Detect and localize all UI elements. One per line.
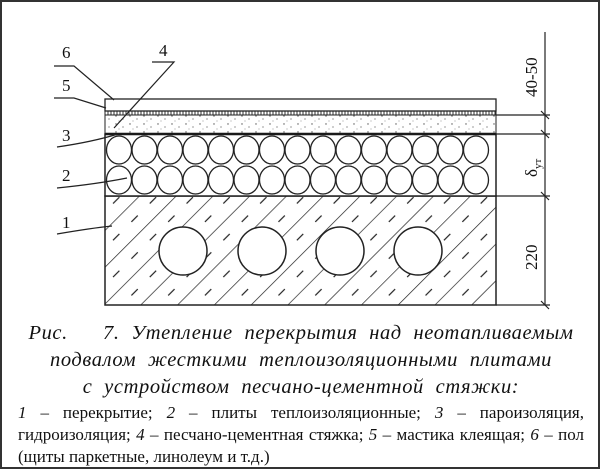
hollow-core [158, 226, 208, 276]
label-3: 3 [62, 126, 71, 145]
legend-num-3: 3 [434, 403, 444, 422]
hollow-core [315, 226, 365, 276]
label-4: 4 [159, 41, 168, 60]
insulation-pattern [105, 135, 490, 195]
label-1: 1 [62, 213, 71, 232]
legend-num-1: 1 [18, 403, 27, 422]
legend: 1 – перекрытие; 2 – плиты теплоизоляцион… [18, 402, 585, 467]
insulation-loop [462, 165, 490, 195]
floor-section-diagram: 40-50 δут 220 6 4 5 3 2 1 [54, 32, 550, 310]
label-2: 2 [62, 166, 71, 185]
legend-text-3: – пароизоляция, гидроизоляция; [18, 403, 584, 444]
legend-text-6: – пол (щиты паркетные, линолеум и т.д.) [18, 425, 585, 466]
dim-top-label: 40-50 [522, 57, 541, 97]
legend-num-2: 2 [166, 403, 176, 422]
insulation-loop [462, 135, 490, 165]
legend-text-2: – плиты теплоизоляционные; [175, 403, 435, 422]
screed-layer-4 [104, 114, 497, 135]
caption-line-1: Рис. 7. Утепление перекрытия над неотапл… [28, 322, 574, 344]
floor-layer-6 [104, 98, 497, 112]
label-6: 6 [62, 43, 71, 62]
dim-insulation-label: δут [522, 158, 544, 177]
legend-text-1: – перекрытие; [26, 403, 167, 422]
hollow-core [393, 226, 443, 276]
figure-caption: Рис. 7. Утепление перекрытия над неотапл… [18, 320, 585, 467]
slab-hollow-cores [158, 226, 443, 276]
caption-line-3: с устройством песчано-цементной стяжки: [82, 376, 520, 398]
dimension-line [496, 32, 550, 310]
legend-text-5: – мастика клеящая; [377, 425, 531, 444]
insulation-layer-2 [104, 133, 497, 197]
legend-num-6: 6 [530, 425, 539, 444]
legend-text-4: – песчано-цементная стяжка; [144, 425, 369, 444]
hollow-core [237, 226, 287, 276]
dim-slab-label: 220 [522, 245, 541, 271]
caption-line-2: подвалом жесткими теплоизоляционными пли… [50, 349, 552, 371]
legend-num-5: 5 [368, 425, 378, 444]
legend-num-4: 4 [136, 425, 145, 444]
leader-lines [54, 61, 176, 235]
label-5: 5 [62, 76, 71, 95]
